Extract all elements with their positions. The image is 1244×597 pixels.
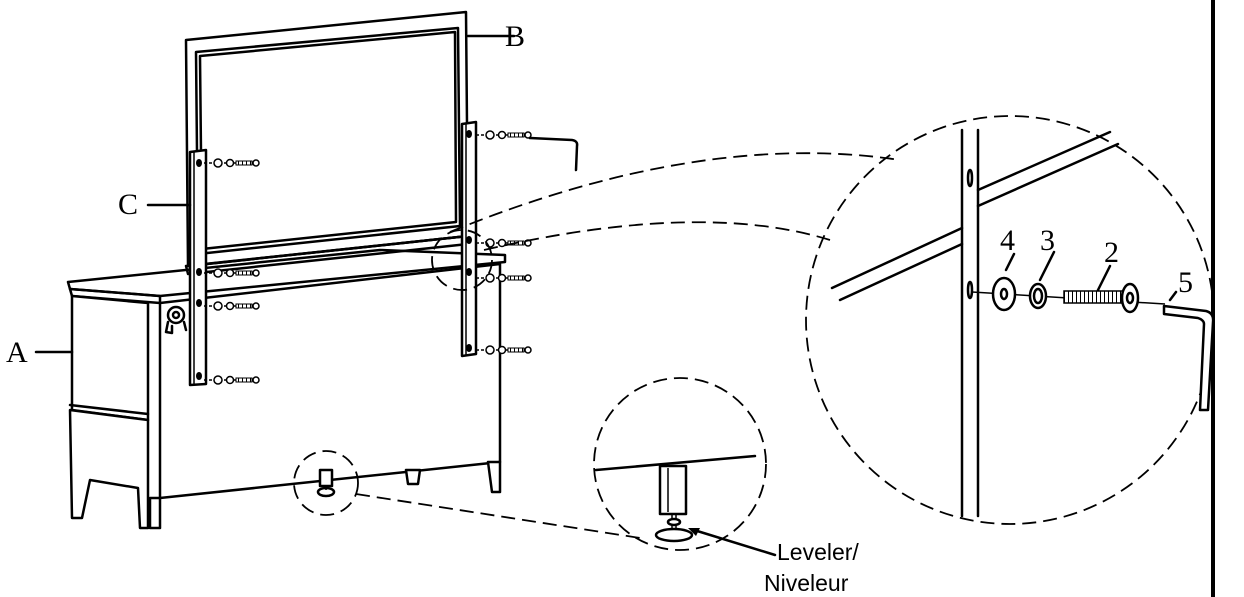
label-part-3: 3 bbox=[1040, 224, 1055, 257]
leader-line bbox=[1096, 264, 1112, 292]
mirror-frame bbox=[184, 10, 470, 276]
callout-connector bbox=[449, 152, 901, 233]
arrow-icon bbox=[688, 528, 700, 536]
label-mirror-b: B bbox=[505, 20, 525, 53]
bolt-set bbox=[204, 130, 532, 385]
allen-key-icon bbox=[528, 136, 579, 172]
label-niveleur: Niveleur bbox=[764, 570, 849, 596]
label-dresser-a: A bbox=[6, 336, 28, 369]
leveler-detail-callout bbox=[593, 377, 767, 551]
leader-line bbox=[1004, 252, 1016, 272]
label-support-c: C bbox=[118, 188, 138, 221]
leveler-callout-small bbox=[293, 450, 359, 516]
label-leveler: Leveler/ bbox=[777, 539, 859, 565]
label-part-4: 4 bbox=[1000, 224, 1015, 257]
leader-line bbox=[1168, 290, 1178, 302]
bolt-detail-callout bbox=[805, 115, 1215, 525]
leader-line bbox=[692, 528, 777, 557]
key-icon bbox=[164, 305, 188, 335]
callout-connector bbox=[355, 493, 641, 539]
right-support bbox=[460, 120, 478, 358]
detail-callout-small bbox=[431, 229, 493, 291]
dresser bbox=[66, 248, 507, 530]
label-part-2: 2 bbox=[1104, 236, 1119, 269]
label-part-5: 5 bbox=[1178, 266, 1193, 299]
callout-connector bbox=[483, 221, 831, 251]
left-support bbox=[188, 148, 208, 387]
leader-line bbox=[1038, 250, 1056, 282]
